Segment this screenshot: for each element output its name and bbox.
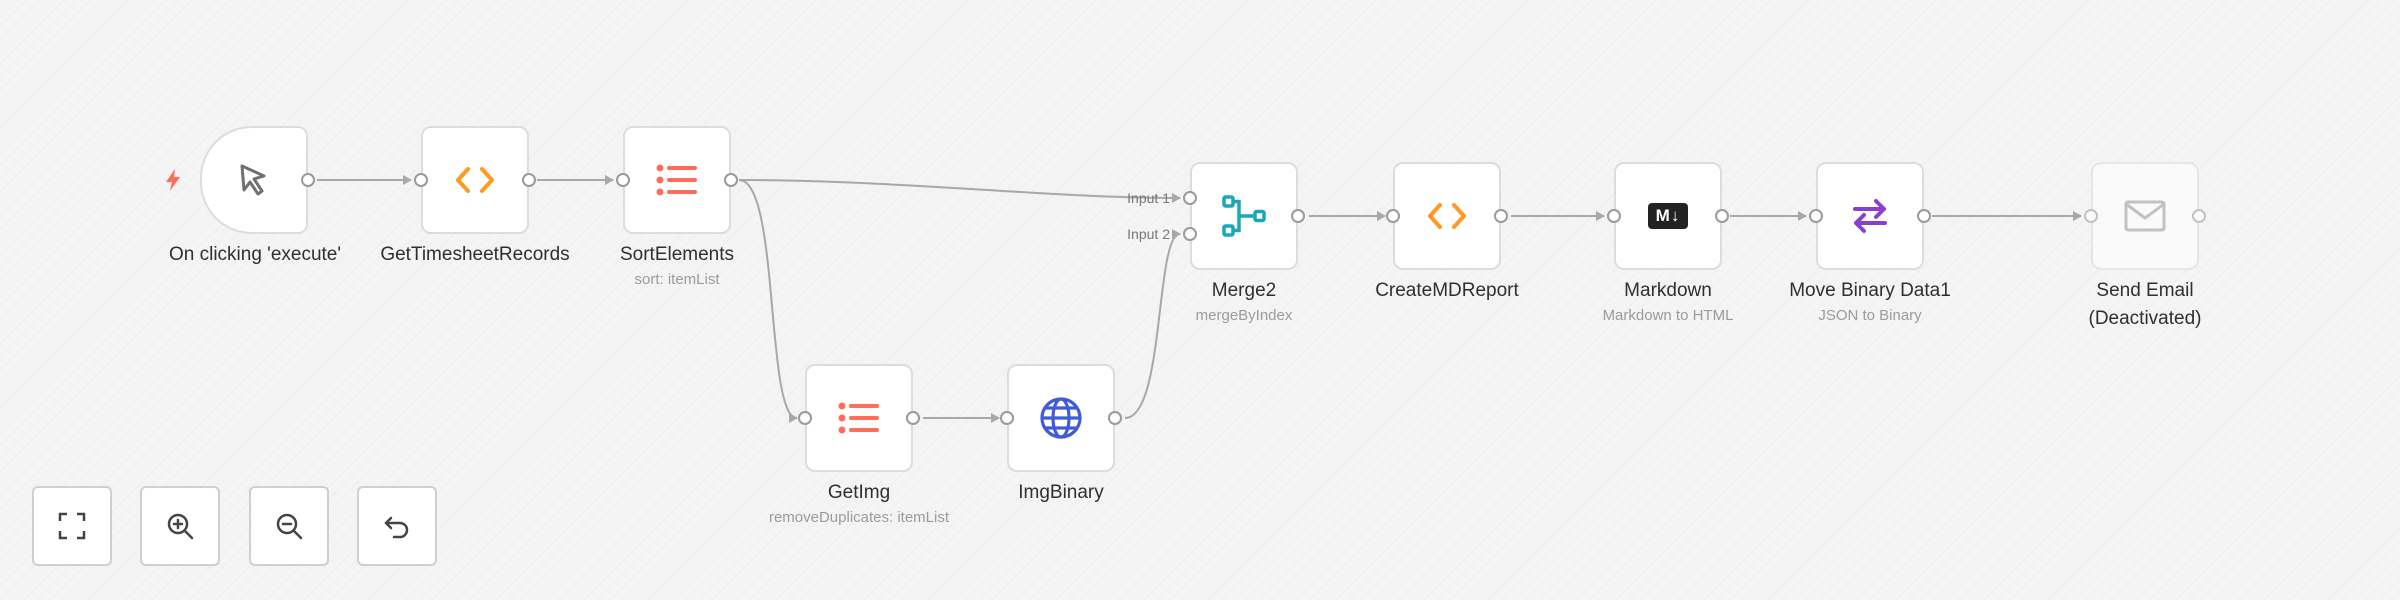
output-handle[interactable] bbox=[1494, 209, 1508, 223]
swap-arrows-icon bbox=[1853, 199, 1887, 233]
input1-handle[interactable] bbox=[1183, 191, 1197, 205]
input-handle[interactable] bbox=[1386, 209, 1400, 223]
fullscreen-icon bbox=[58, 512, 86, 540]
node-move-binary-data1[interactable] bbox=[1809, 162, 1931, 270]
node-create-md-report[interactable] bbox=[1386, 162, 1508, 270]
input2-handle[interactable] bbox=[1183, 227, 1197, 241]
output-handle[interactable] bbox=[522, 173, 536, 187]
input-handle[interactable] bbox=[798, 411, 812, 425]
node-sort-elements[interactable] bbox=[616, 126, 738, 234]
merge-input2-label: Input 2 bbox=[1127, 226, 1170, 242]
output-handle[interactable] bbox=[724, 173, 738, 187]
node-label: GetTimesheetRecords bbox=[380, 244, 570, 265]
envelope-icon bbox=[2124, 200, 2166, 232]
output-handle[interactable] bbox=[1715, 209, 1729, 223]
zoom-in-icon bbox=[167, 513, 194, 540]
output-handle[interactable] bbox=[1917, 209, 1931, 223]
node-subtitle: Markdown to HTML bbox=[1602, 307, 1734, 324]
list-icon bbox=[656, 164, 697, 196]
input-handle[interactable] bbox=[1607, 209, 1621, 223]
node-get-img[interactable] bbox=[798, 364, 920, 472]
output-handle[interactable] bbox=[1108, 411, 1122, 425]
node-manual-trigger[interactable] bbox=[200, 126, 315, 234]
code-icon bbox=[456, 167, 494, 193]
output-handle[interactable] bbox=[906, 411, 920, 425]
node-label-line2: (Deactivated) bbox=[2088, 308, 2202, 329]
input-handle[interactable] bbox=[1809, 209, 1823, 223]
edge-sort-to-getimg[interactable] bbox=[738, 179, 798, 423]
input-handle[interactable] bbox=[414, 173, 428, 187]
zoom-out-button[interactable] bbox=[249, 486, 329, 566]
markdown-icon: M↓ bbox=[1647, 203, 1689, 229]
input-handle[interactable] bbox=[1000, 411, 1014, 425]
node-subtitle: JSON to Binary bbox=[1818, 307, 1922, 324]
node-img-binary[interactable] bbox=[1000, 364, 1122, 472]
fit-view-button[interactable] bbox=[32, 486, 112, 566]
edge-sort-to-merge-input1[interactable] bbox=[738, 179, 1181, 203]
edge-imgbinary-to-merge-input2[interactable] bbox=[1124, 229, 1181, 419]
trigger-bolt-icon bbox=[166, 169, 180, 191]
output-handle[interactable] bbox=[1291, 209, 1305, 223]
reset-zoom-button[interactable] bbox=[357, 486, 437, 566]
zoom-in-button[interactable] bbox=[140, 486, 220, 566]
zoom-out-icon bbox=[276, 513, 303, 540]
cursor-icon bbox=[240, 164, 266, 196]
merge-input1-label: Input 1 bbox=[1127, 190, 1170, 206]
list-icon bbox=[838, 402, 879, 434]
node-markdown[interactable]: M↓ bbox=[1607, 162, 1729, 270]
node-label: Markdown bbox=[1624, 280, 1712, 301]
node-merge2[interactable] bbox=[1183, 162, 1305, 270]
node-label: Move Binary Data1 bbox=[1789, 280, 1951, 301]
code-icon bbox=[1428, 203, 1466, 229]
node-subtitle: removeDuplicates: itemList bbox=[768, 509, 950, 526]
output-handle[interactable] bbox=[301, 173, 315, 187]
globe-icon bbox=[1040, 397, 1082, 439]
node-label: SortElements bbox=[619, 244, 735, 265]
node-label-line1: Send Email bbox=[2096, 280, 2194, 301]
node-label: ImgBinary bbox=[1018, 482, 1104, 503]
input-handle[interactable] bbox=[2084, 209, 2098, 223]
node-subtitle: mergeByIndex bbox=[1195, 307, 1293, 324]
node-label: CreateMDReport bbox=[1375, 280, 1519, 301]
input-handle[interactable] bbox=[616, 173, 630, 187]
merge-icon bbox=[1222, 195, 1266, 237]
node-label: On clicking 'execute' bbox=[168, 244, 341, 265]
undo-icon bbox=[384, 516, 409, 539]
node-get-timesheet-records[interactable] bbox=[414, 126, 536, 234]
node-send-email[interactable] bbox=[2084, 162, 2206, 270]
node-subtitle: sort: itemList bbox=[634, 271, 720, 288]
node-label: GetImg bbox=[827, 482, 891, 503]
output-handle[interactable] bbox=[2192, 209, 2206, 223]
node-label: Merge2 bbox=[1211, 280, 1277, 301]
